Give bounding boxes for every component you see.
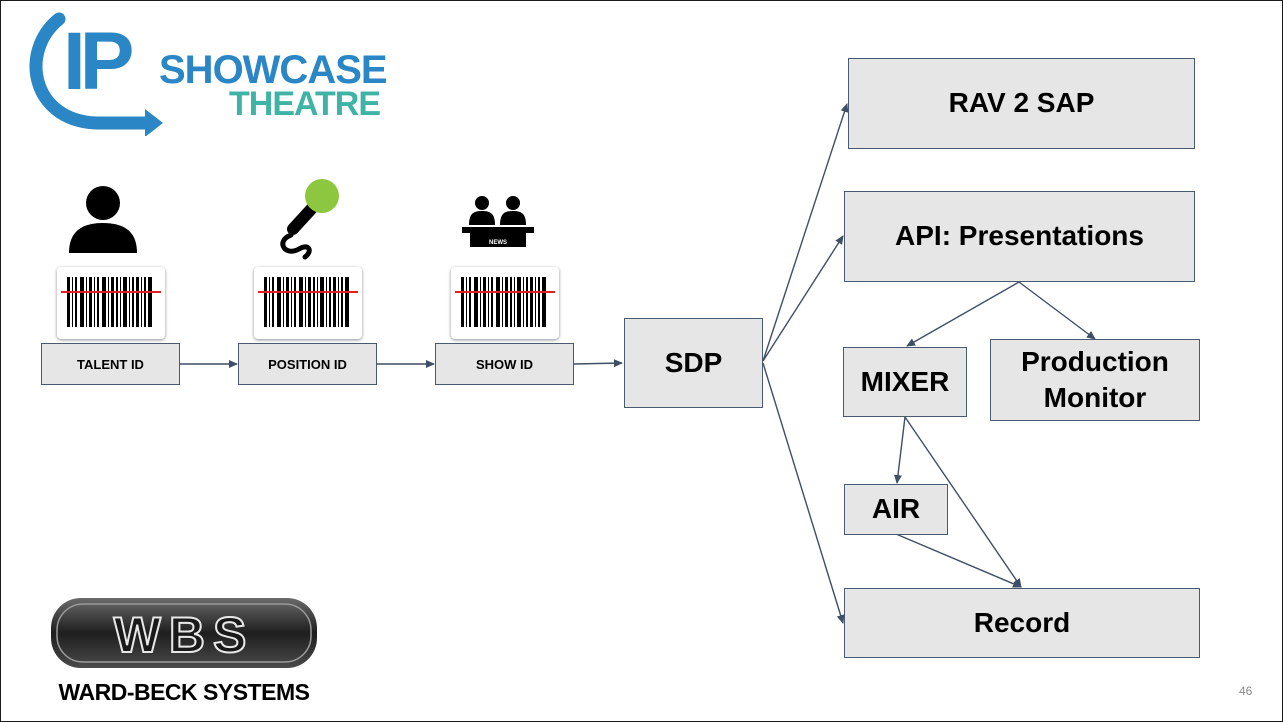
edge-mixer-air	[893, 416, 906, 484]
logo-arrow-head	[145, 109, 163, 136]
logo-initials: IP	[63, 16, 132, 107]
wbs-emblem-text: WBS	[114, 607, 255, 663]
production-monitor-line2: Monitor	[1043, 382, 1147, 413]
node-show-id: SHOW ID	[435, 343, 574, 385]
node-talent-id: TALENT ID	[41, 343, 180, 385]
edge-api-mixer	[906, 281, 1020, 347]
node-production-monitor: Production Monitor	[990, 339, 1200, 421]
edge-mixer-record	[904, 416, 1022, 588]
logo-arc	[29, 12, 154, 130]
edge-api-production	[1018, 281, 1096, 340]
node-mixer: MIXER	[843, 347, 967, 417]
news-anchors-icon: NEWS	[462, 196, 534, 247]
microphone-icon	[280, 179, 339, 260]
node-record: Record	[844, 588, 1200, 658]
wbs-company-name: WARD-BECK SYSTEMS	[59, 679, 310, 705]
barcode-icon	[61, 277, 161, 327]
barcode-icon	[455, 277, 555, 327]
barcode-position	[254, 267, 362, 339]
node-sdp: SDP	[624, 318, 763, 408]
news-desk-text: NEWS	[489, 240, 507, 246]
edge-sdp-record	[762, 362, 845, 624]
production-monitor-line1: Production	[1021, 345, 1169, 377]
edge-show-sdp	[573, 359, 623, 368]
ward-beck-systems-logo: WBS WARD-BECK SYSTEMS	[51, 598, 317, 705]
node-air: AIR	[844, 484, 948, 535]
edge-sdp-api	[762, 235, 844, 362]
logo-line-theatre: THEATRE	[229, 85, 380, 123]
node-position-id: POSITION ID	[238, 343, 377, 385]
barcode-icon	[258, 277, 358, 327]
ip-showcase-theatre-logo: IP SHOWCASE THEATRE	[29, 12, 388, 136]
node-api-presentations: API: Presentations	[844, 191, 1195, 282]
barcode-show	[451, 267, 559, 339]
barcode-talent	[57, 267, 165, 339]
node-rav2sap: RAV 2 SAP	[848, 58, 1195, 149]
logo-line-showcase: SHOWCASE	[159, 48, 387, 92]
page-number: 46	[1239, 684, 1253, 698]
edge-sdp-rav2sap	[762, 103, 849, 362]
person-icon	[69, 186, 137, 253]
edge-air-record	[895, 533, 1022, 588]
